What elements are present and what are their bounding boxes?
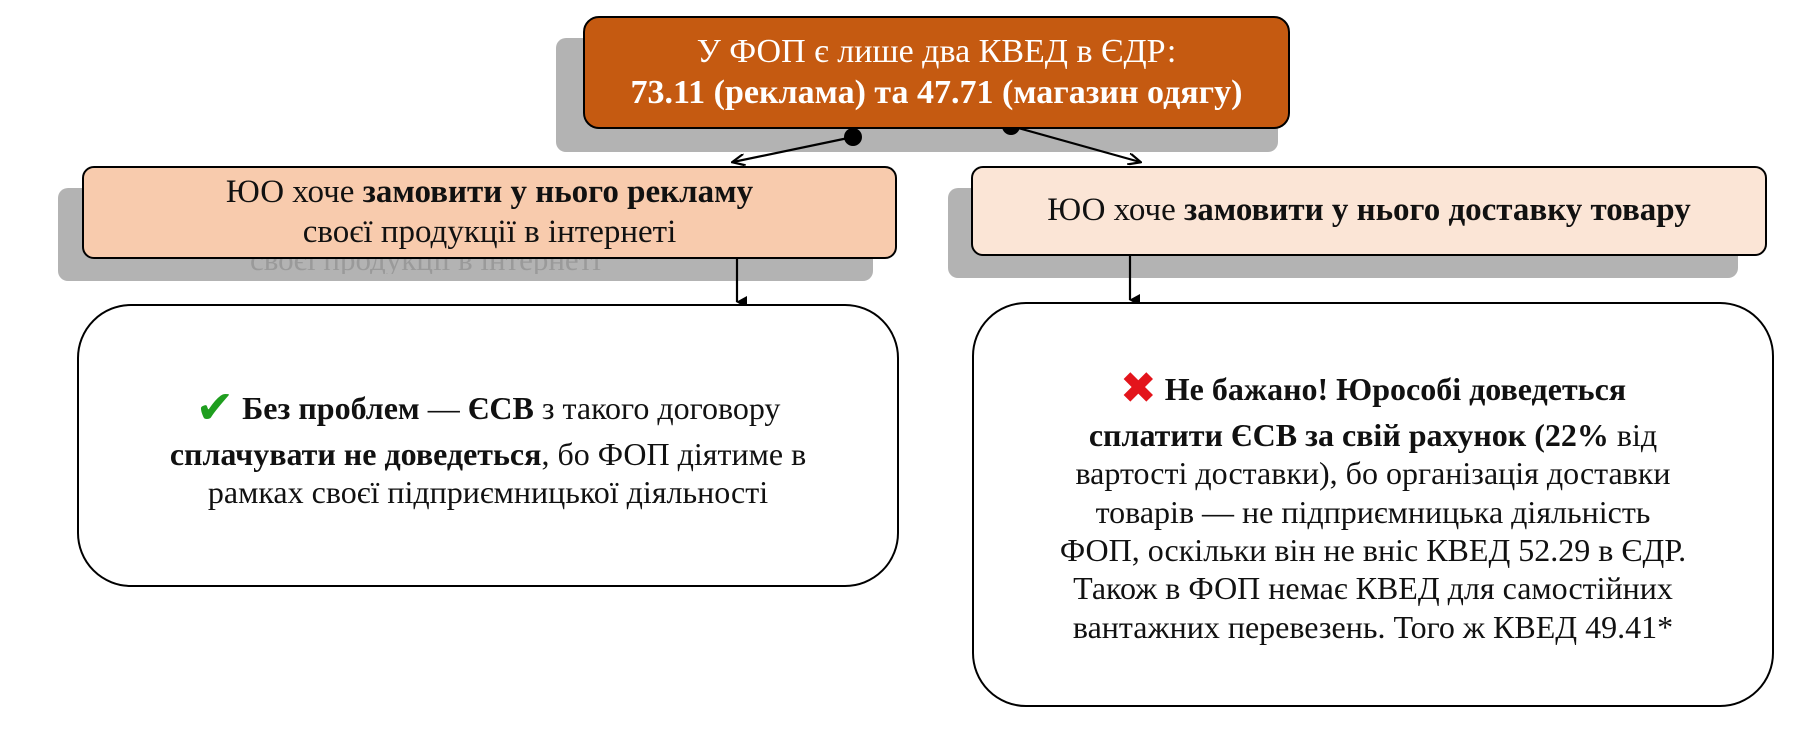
right-result-line-1: ✖Не бажано! Юрособі доведеться: [1120, 363, 1626, 416]
right-result-line-3: вартості доставки), бо організація доста…: [1075, 455, 1671, 492]
right-result-line-5: ФОП, оскільки він не вніс КВЕД 52.29 в Є…: [1059, 531, 1687, 568]
check-icon: ✔: [195, 379, 235, 434]
right-result-bold-1: Не бажано! Юрособі доведеться: [1164, 370, 1627, 407]
right-condition-normal: ЮО хоче: [1047, 192, 1185, 229]
right-result-bold-2: сплатити ЄСВ за свій рахунок (22%: [1088, 416, 1609, 453]
right-result-line-4: товарів — не підприємницька діяльність: [1095, 493, 1651, 530]
left-condition-line-1: ЮО хоче замовити у нього рекламу: [226, 173, 753, 213]
left-result-line-3: рамках своєї підприємницької діяльності: [207, 474, 769, 511]
right-result-line-6: Також в ФОП немає КВЕД для самостійних: [1073, 570, 1673, 607]
right-condition-line-1: ЮО хоче замовити у нього доставку товару: [1047, 191, 1690, 231]
left-condition-bold: замовити у нього рекламу: [362, 173, 754, 210]
right-condition-box: ЮО хоче замовити у нього доставку товару: [971, 166, 1767, 256]
left-result-bold-1: Без проблем: [242, 389, 420, 426]
left-result-bold-3: сплачувати не доведеться: [169, 435, 542, 472]
right-result-box: ✖Не бажано! Юрособі доведеться сплатити …: [972, 302, 1774, 707]
left-result-text-3: , бо ФОП діятиме в: [541, 435, 807, 472]
right-result-line-2: сплатити ЄСВ за свій рахунок (22% від: [1089, 416, 1657, 454]
cross-icon: ✖: [1119, 362, 1157, 414]
top-fop-kved-box: У ФОП є лише два КВЕД в ЄДР: 73.11 (рекл…: [583, 16, 1290, 129]
left-result-bold-2: ЄСВ: [467, 389, 534, 426]
left-result-text-1: —: [419, 389, 468, 426]
right-condition-bold: замовити у нього доставку товару: [1184, 192, 1691, 229]
left-condition-box: ЮО хоче замовити у нього рекламу своєї п…: [82, 166, 897, 259]
left-result-text-2: з такого договору: [533, 389, 781, 426]
left-condition-line-2: своєї продукції в інтернеті: [302, 213, 677, 250]
left-result-line-1: ✔Без проблем — ЄСВ з такого договору: [196, 380, 781, 435]
left-result-line-2: сплачувати не доведеться, бо ФОП діятиме…: [170, 435, 806, 473]
right-result-line-7: вантажних перевезень. Того ж КВЕД 49.41*: [1072, 608, 1674, 645]
left-result-box: ✔Без проблем — ЄСВ з такого договору спл…: [77, 304, 899, 587]
top-box-line-2: 73.11 (реклама) та 47.71 (магазин одягу): [630, 73, 1243, 111]
left-condition-normal: ЮО хоче: [225, 173, 363, 210]
top-box-line-1: У ФОП є лише два КВЕД в ЄДР:: [696, 32, 1177, 70]
right-result-text-2: від: [1608, 416, 1658, 453]
